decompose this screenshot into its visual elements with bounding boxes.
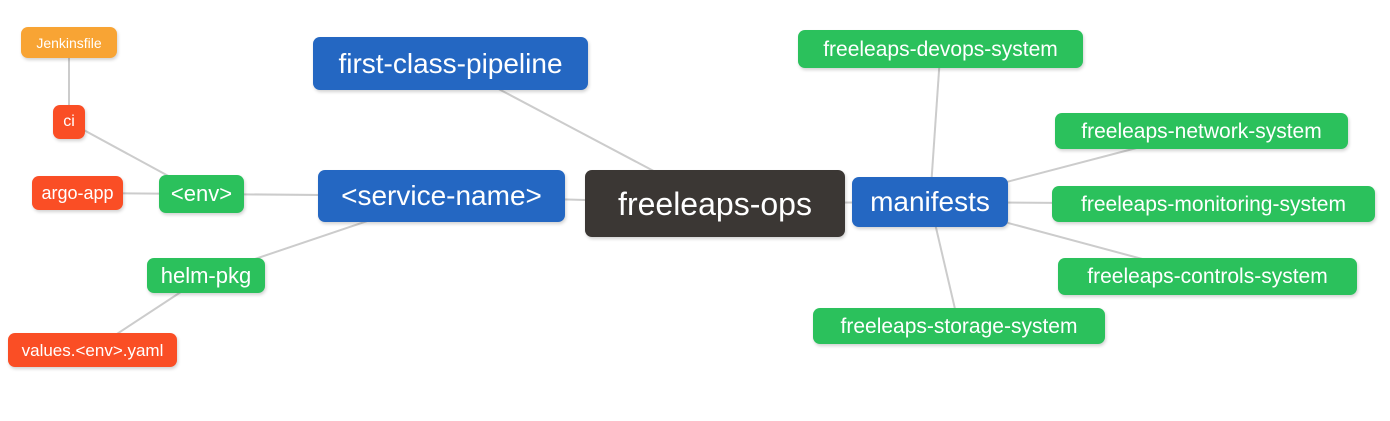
node-controls-system[interactable]: freeleaps-controls-system: [1058, 258, 1357, 295]
node-manifests[interactable]: manifests: [852, 177, 1008, 227]
node-first-class-pipeline[interactable]: first-class-pipeline: [313, 37, 588, 90]
connector-manifests-devops-system: [929, 48, 942, 203]
node-network-system[interactable]: freeleaps-network-system: [1055, 113, 1348, 149]
node-service-name[interactable]: <service-name>: [318, 170, 565, 222]
node-devops-system[interactable]: freeleaps-devops-system: [798, 30, 1083, 68]
node-storage-system[interactable]: freeleaps-storage-system: [813, 308, 1105, 344]
node-argo-app[interactable]: argo-app: [32, 176, 123, 210]
node-monitoring-system[interactable]: freeleaps-monitoring-system: [1052, 186, 1375, 222]
node-jenkinsfile[interactable]: Jenkinsfile: [21, 27, 117, 58]
node-ci[interactable]: ci: [53, 105, 85, 139]
node-helm-pkg[interactable]: helm-pkg: [147, 258, 265, 293]
node-freeleaps-ops[interactable]: freeleaps-ops: [585, 170, 845, 237]
node-values-yaml[interactable]: values.<env>.yaml: [8, 333, 177, 367]
node-env[interactable]: <env>: [159, 175, 244, 213]
